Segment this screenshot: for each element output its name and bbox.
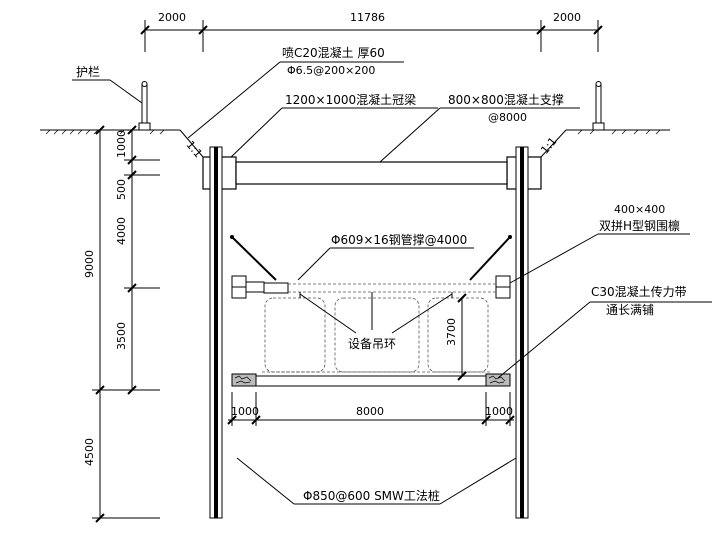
dim-left-4000: 4000 xyxy=(115,217,128,245)
dim-left-3500: 3500 xyxy=(115,322,128,350)
force-belt-label-1: C30混凝土传力带 xyxy=(591,284,687,299)
dim-bottom-right: 1000 xyxy=(485,405,513,418)
dim-top-right: 2000 xyxy=(553,11,581,24)
steel-waler-label-2: 双拼H型钢围檩 xyxy=(599,218,680,233)
smw-pile-label: Φ850@600 SMW工法桩 xyxy=(303,488,440,503)
railing-label: 护栏 xyxy=(76,64,100,79)
crown-beam-label: 1200×1000混凝土冠梁 xyxy=(285,92,416,107)
ground-surface xyxy=(40,129,670,158)
steel-waler-left xyxy=(231,275,265,299)
top-dimension-chain: 2000 11786 2000 xyxy=(140,11,603,52)
shotcrete-label-2: Φ6.5@200×200 xyxy=(287,64,375,77)
slope-left: 1:1 xyxy=(183,138,204,160)
slope-right: 1:1 xyxy=(538,135,559,157)
base-slab xyxy=(232,375,510,387)
lifting-ring-label: 设备吊环 xyxy=(348,337,396,351)
force-transfer-belt-left xyxy=(231,373,257,387)
steel-pipe-strut-label: Φ609×16钢管撑@4000 xyxy=(331,232,467,247)
dim-left-1000: 1000 xyxy=(115,130,128,158)
equipment-outline xyxy=(262,297,492,373)
dim-left-500: 500 xyxy=(115,179,128,200)
steel-waler-right xyxy=(495,275,511,299)
lifting-ring-marks xyxy=(299,292,453,298)
dim-left-4500: 4500 xyxy=(83,438,96,466)
smw-pile-left xyxy=(209,146,223,519)
railing-right xyxy=(592,81,605,131)
steel-waler-label-1: 400×400 xyxy=(614,203,665,216)
diagonal-braces xyxy=(230,235,512,281)
concrete-strut-label-2: @8000 xyxy=(488,111,527,124)
force-belt-label-2: 通长满铺 xyxy=(606,303,654,317)
shotcrete-label-1: 喷C20混凝土 厚60 xyxy=(282,45,385,60)
concrete-strut xyxy=(235,161,508,185)
concrete-strut-label-1: 800×800混凝土支撑 xyxy=(448,92,564,107)
smw-pile-right xyxy=(515,146,529,519)
railing-left xyxy=(138,81,151,131)
bottom-dimension-chain: 1000 8000 1000 xyxy=(227,392,515,426)
dim-left-9000: 9000 xyxy=(83,250,96,278)
dim-top-mid: 11786 xyxy=(350,11,385,24)
dim-bottom-mid: 8000 xyxy=(356,405,384,418)
left-dimension-chain: 1000 500 4000 9000 3500 4500 xyxy=(83,125,180,523)
dim-inner-3700: 3700 xyxy=(445,318,458,346)
dim-bottom-left: 1000 xyxy=(231,405,259,418)
dim-top-left: 2000 xyxy=(158,11,186,24)
steel-pipe-strut xyxy=(263,282,496,294)
force-transfer-belt-right xyxy=(485,373,511,387)
